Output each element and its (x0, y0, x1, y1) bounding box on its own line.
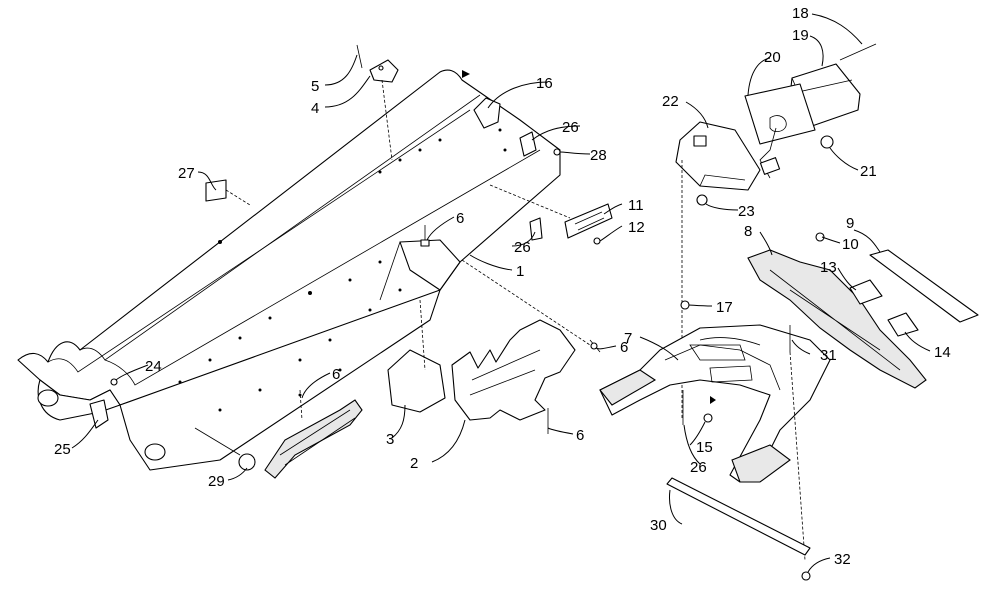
callout-12: 12 (628, 219, 645, 236)
callout-6-right: 6 (620, 339, 628, 356)
callout-21: 21 (860, 163, 877, 180)
bracket-4 (356, 44, 399, 161)
part-15 (703, 413, 713, 423)
taillight-housing-22 (675, 121, 761, 191)
leader-lines (71, 13, 931, 573)
part-26-mid (529, 217, 543, 241)
callout-19: 19 (792, 27, 809, 44)
decal-14 (887, 312, 919, 337)
decal-13 (849, 279, 883, 305)
tunnel-assembly (17, 69, 561, 471)
part-3-bracket (387, 349, 446, 413)
arrow-marker-lower (710, 396, 716, 404)
callout-30: 30 (650, 517, 667, 534)
callout-22: 22 (662, 93, 679, 110)
bulb-21 (820, 135, 834, 149)
snowflap-8 (747, 249, 927, 389)
callout-4: 4 (311, 100, 319, 117)
callout-20: 20 (764, 49, 781, 66)
part-2-shield (451, 319, 576, 421)
callouts: 5 4 27 16 26 28 11 12 6 26 1 6 24 25 29 … (54, 5, 951, 568)
callout-5: 5 (311, 78, 319, 95)
callout-10: 10 (842, 236, 859, 253)
callout-7: 7 (624, 330, 632, 347)
part-28 (553, 148, 561, 156)
part-25-hitch (89, 399, 109, 429)
bar-30 (666, 477, 811, 556)
part-24 (110, 378, 118, 386)
callout-8: 8 (744, 223, 752, 240)
decal-9 (869, 249, 979, 323)
callout-28: 28 (590, 147, 607, 164)
part-23 (696, 194, 708, 206)
callout-17: 17 (716, 299, 733, 316)
callout-6-top: 6 (456, 210, 464, 227)
bolt-6-right (589, 339, 601, 353)
callout-29: 29 (208, 473, 225, 490)
part-17 (680, 300, 690, 310)
callout-23: 23 (738, 203, 755, 220)
decal-27 (205, 179, 227, 202)
bolt-6-center (420, 225, 430, 247)
arrow-marker-top (462, 70, 470, 78)
nut-32 (801, 571, 811, 581)
callout-18: 18 (792, 5, 809, 22)
callout-24: 24 (145, 358, 162, 375)
part-26-top (519, 131, 537, 157)
callout-2: 2 (410, 455, 418, 472)
callout-26-top: 26 (562, 119, 579, 136)
callout-11: 11 (628, 197, 644, 214)
callout-26-bottom: 26 (690, 459, 707, 476)
callout-13: 13 (820, 259, 837, 276)
callout-6-left: 6 (332, 366, 340, 383)
callout-16: 16 (536, 75, 553, 92)
callout-3: 3 (386, 431, 394, 448)
callout-25: 25 (54, 441, 71, 458)
reflector-11 (564, 203, 613, 239)
callout-6-bottom: 6 (576, 427, 584, 444)
callout-14: 14 (934, 344, 951, 361)
part-16 (473, 97, 501, 129)
callout-26-mid: 26 (514, 239, 531, 256)
part-29-bumper (194, 389, 363, 479)
callout-31: 31 (820, 347, 837, 364)
rear-bumper-7 (599, 324, 831, 483)
callout-27: 27 (178, 165, 195, 182)
callout-9: 9 (846, 215, 854, 232)
taillight-gasket-20 (744, 83, 816, 179)
callout-15: 15 (696, 439, 713, 456)
callout-32: 32 (834, 551, 851, 568)
callout-1: 1 (516, 263, 524, 280)
